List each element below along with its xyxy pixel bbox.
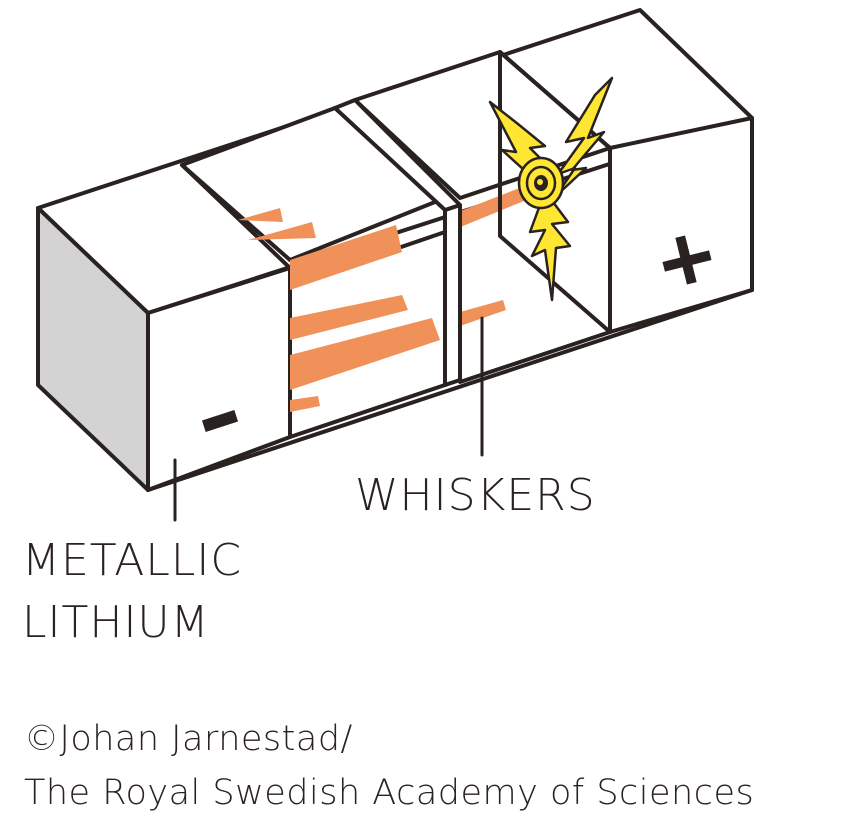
floor-line: [458, 330, 612, 384]
metallic-lithium-label-line2: LITHIUM: [22, 597, 210, 648]
minus-sign-icon: [201, 410, 239, 432]
separator-top: [333, 98, 462, 212]
whisker: [238, 208, 283, 222]
separator-front: [443, 203, 462, 387]
short-circuit-spark: [488, 76, 614, 302]
battery-bottom-edge: [146, 288, 754, 492]
floor-line: [288, 383, 447, 439]
whiskers-label: WHISKERS: [355, 470, 596, 521]
whisker: [290, 295, 408, 340]
whisker: [460, 300, 506, 326]
cathode-front: [608, 116, 754, 334]
lithium-anode-top-edge: [180, 163, 292, 270]
whisker: [248, 222, 316, 240]
credit-line-2: The Royal Swedish Academy of Sciences: [24, 773, 755, 813]
lithium-anode-front: [146, 266, 292, 492]
battery-diagram: [36, 8, 754, 522]
credit-line-1: ©Johan Jarnestad/: [24, 719, 353, 759]
whisker: [290, 225, 402, 290]
metallic-lithium-label-line1: METALLIC: [22, 535, 243, 586]
plus-sign-icon: [662, 235, 712, 285]
whisker: [290, 318, 440, 390]
whisker: [290, 396, 320, 412]
